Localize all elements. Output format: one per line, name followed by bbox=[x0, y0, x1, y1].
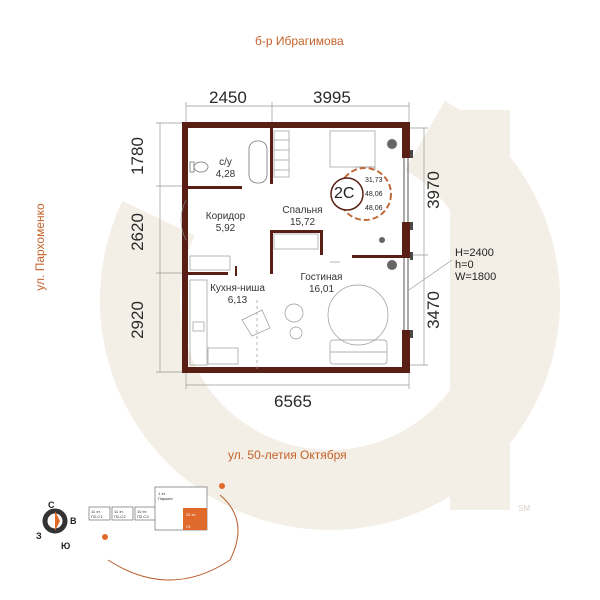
room-bedroom-name: Спальня bbox=[282, 205, 323, 216]
window-height: H=2400 bbox=[455, 247, 494, 259]
dim-top-left: 2450 bbox=[209, 88, 247, 107]
room-bathroom-name: с/у bbox=[219, 157, 232, 168]
room-corridor: Коридор 5,92 bbox=[198, 211, 253, 235]
street-bottom: ул. 50-летия Октября bbox=[228, 448, 347, 462]
legend-highlight-code: Л1 bbox=[186, 524, 191, 529]
room-kitchen-area: 6,13 bbox=[227, 295, 248, 306]
compass-west: З bbox=[36, 531, 42, 541]
legend-block-2: 11 эт. П2-С2 bbox=[114, 509, 126, 519]
legend-block-2-floor: 11 эт. bbox=[114, 509, 124, 514]
legend-block-3: 10 эт. П2-С3 bbox=[137, 509, 149, 519]
legend-block-3-floor: 10 эт. bbox=[137, 509, 148, 514]
legend-parking-label: Паркинг bbox=[158, 496, 173, 501]
watermark-sm: SM bbox=[518, 504, 530, 513]
legend-block-1-code: П2-С1 bbox=[91, 514, 103, 519]
room-corridor-area: 5,92 bbox=[215, 223, 236, 234]
apartment-area-3: 48,06 bbox=[365, 205, 383, 212]
apartment-type: 2С bbox=[334, 185, 355, 202]
legend-parking: 1 эт. Паркинг bbox=[158, 491, 173, 501]
room-bathroom: с/у 4,28 bbox=[203, 157, 248, 181]
room-bedroom: Спальня 15,72 bbox=[275, 205, 330, 229]
window-sill: h=0 bbox=[455, 259, 474, 271]
legend-highlight-floor: 22 эт. bbox=[186, 512, 197, 517]
dim-bottom: 6565 bbox=[274, 392, 312, 411]
compass-north: С bbox=[48, 500, 55, 510]
legend-block-2-code: П2-С2 bbox=[114, 514, 126, 519]
room-kitchen-name: Кухня-ниша bbox=[210, 283, 265, 294]
legend-parking-floor: 1 эт. bbox=[158, 491, 166, 496]
apartment-area-1: 31,73 bbox=[365, 177, 383, 184]
compass-south: Ю bbox=[61, 541, 71, 551]
room-living-area: 16,01 bbox=[308, 284, 335, 295]
legend-block-3-code: П2-С3 bbox=[137, 514, 149, 519]
window-spec: H=2400 h=0 W=1800 bbox=[455, 247, 496, 283]
room-kitchen: Кухня-ниша 6,13 bbox=[205, 283, 270, 307]
room-bedroom-area: 15,72 bbox=[289, 217, 316, 228]
legend-block-1: 11 эт. П2-С1 bbox=[91, 509, 103, 519]
room-corridor-name: Коридор bbox=[205, 211, 246, 222]
dim-top-right: 3995 bbox=[313, 88, 351, 107]
room-bathroom-area: 4,28 bbox=[215, 169, 236, 180]
street-top: б-р Ибрагимова bbox=[255, 34, 344, 48]
window-width: W=1800 bbox=[455, 271, 497, 283]
room-living-name: Гостиная bbox=[300, 272, 343, 283]
room-living: Гостиная 16,01 bbox=[294, 272, 349, 296]
apartment-area-2: 48,06 bbox=[365, 191, 383, 198]
compass-east: В bbox=[70, 516, 77, 526]
legend-block-1-floor: 11 эт. bbox=[91, 509, 101, 514]
